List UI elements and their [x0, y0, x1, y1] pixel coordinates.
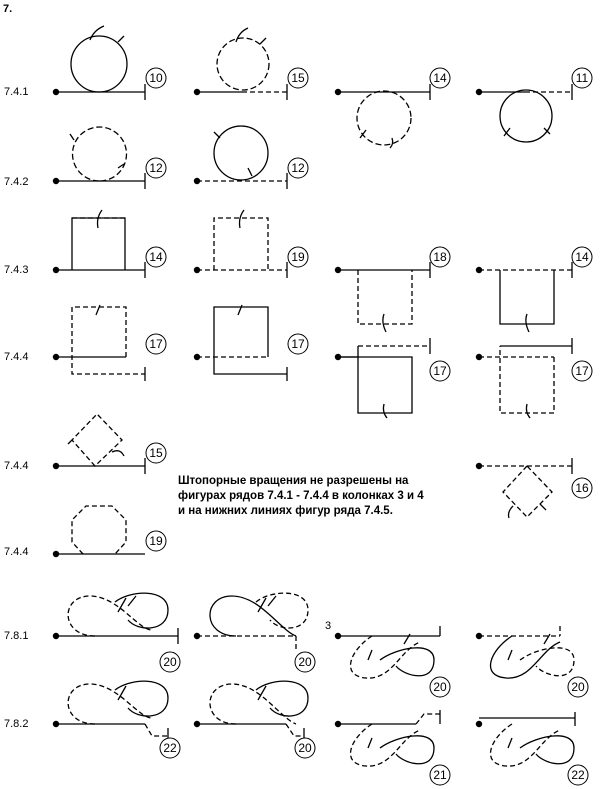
figure-loop-up-solid [52, 25, 146, 100]
figure-square-up-b [193, 209, 288, 278]
figure-square-down-b [475, 262, 573, 333]
note-line-2: фигурах рядов 7.4.1 - 7.4.4 в колонках 3… [178, 490, 424, 502]
spin-restriction-note: Штопорные вращения не разрешены на фигур… [178, 474, 458, 519]
score-badge: 17 [145, 333, 167, 355]
score-value: 20 [163, 655, 177, 669]
figure-loop-dashed-top [52, 126, 146, 189]
score-value: 16 [575, 481, 589, 495]
score-value: 12 [291, 161, 305, 175]
score-badge: 17 [429, 360, 451, 382]
score-badge: 22 [159, 737, 181, 759]
score-badge: 14 [429, 67, 451, 89]
score-badge: 17 [287, 333, 309, 355]
score-value: 19 [149, 534, 163, 548]
score-value: 11 [576, 71, 589, 85]
figure-cuban-eight-b [193, 592, 309, 652]
score-badge: 16 [571, 477, 593, 499]
score-value: 21 [433, 768, 447, 782]
row-label-7-4-2: 7.4.2 [4, 176, 29, 188]
score-badge: 14 [571, 246, 593, 268]
score-value: 20 [298, 741, 312, 755]
figure-reverse-eight-a [52, 680, 169, 742]
figure-square-loop-c [334, 338, 431, 419]
score-value: 20 [571, 680, 585, 694]
score-value: 22 [163, 741, 177, 755]
score-badge: 20 [294, 651, 316, 673]
score-value: 19 [291, 250, 305, 264]
figure-square-loop-d [475, 338, 573, 419]
figure-cuban-eight-a [52, 592, 179, 644]
figure-square-up-a [52, 209, 146, 278]
row-label-7-4-3: 7.4.3 [4, 264, 29, 276]
figure-cuban-eight-c [334, 626, 441, 679]
figure-reverse-eight-c [334, 710, 441, 767]
score-badge: 20 [429, 676, 451, 698]
score-value: 17 [149, 337, 163, 351]
score-badge: 20 [294, 737, 316, 759]
row-label-7-4-4-a: 7.4.4 [4, 351, 29, 363]
score-value: 15 [149, 446, 163, 460]
score-value: 20 [433, 680, 447, 694]
figure-diamond-down [475, 458, 573, 519]
row-label-7-4-4-c: 7.4.4 [4, 546, 29, 558]
figure-loop-down-dashed [334, 84, 431, 149]
score-value: 15 [291, 71, 305, 85]
score-badge: 21 [429, 764, 451, 786]
row-label-7-4-1: 7.4.1 [4, 86, 29, 98]
figure-loop-down-mixed [475, 84, 573, 143]
score-badge: 22 [567, 764, 589, 786]
row-label-7-4-4-b: 7.4.4 [4, 460, 29, 472]
figure-diamond-up [52, 413, 146, 474]
score-badge: 20 [567, 676, 589, 698]
score-badge: 11 [571, 67, 593, 89]
figure-square-loop-a [52, 304, 146, 381]
figure-reverse-eight-b [193, 680, 309, 742]
row-label-7-8-1: 7.8.1 [4, 630, 29, 642]
note-line-1: Штопорные вращения не разрешены на [178, 475, 409, 487]
score-value: 12 [149, 161, 163, 175]
page-label: 7. [3, 3, 13, 15]
figure-octagon-loop [52, 505, 145, 558]
score-badge: 14 [145, 246, 167, 268]
score-value: 14 [575, 250, 589, 264]
score-badge: 17 [571, 360, 593, 382]
score-badge: 12 [287, 157, 309, 179]
score-value: 14 [149, 250, 163, 264]
figure-cuban-eight-d [475, 626, 575, 679]
score-value: 20 [298, 655, 312, 669]
note-line-3: и на нижних линиях фигур ряда 7.4.5. [178, 505, 393, 517]
score-badge: 18 [429, 246, 451, 268]
score-badge: 10 [145, 67, 167, 89]
score-value: 10 [149, 71, 163, 85]
score-badge: 19 [287, 246, 309, 268]
score-badge: 15 [287, 67, 309, 89]
score-value: 17 [575, 364, 589, 378]
row-label-7-8-2: 7.8.2 [4, 718, 29, 730]
score-badge: 12 [145, 157, 167, 179]
score-value: 22 [571, 768, 585, 782]
side-mark: 3 [325, 620, 332, 632]
score-circles: 10 15 14 11 12 12 14 19 18 14 17 17 17 17 15 16 19 20 20 20… [145, 67, 593, 786]
figure-reverse-eight-d [475, 712, 576, 767]
score-value: 14 [433, 71, 447, 85]
score-value: 17 [291, 337, 305, 351]
score-badge: 20 [159, 651, 181, 673]
score-badge: 15 [145, 442, 167, 464]
score-value: 17 [433, 364, 447, 378]
figure-square-down-a [334, 262, 431, 333]
figure-loop-up-dashed [193, 27, 288, 100]
score-badge: 19 [145, 530, 167, 552]
figure-loop-solid-top [193, 125, 288, 189]
figure-square-loop-b [193, 304, 288, 381]
score-value: 18 [433, 250, 447, 264]
